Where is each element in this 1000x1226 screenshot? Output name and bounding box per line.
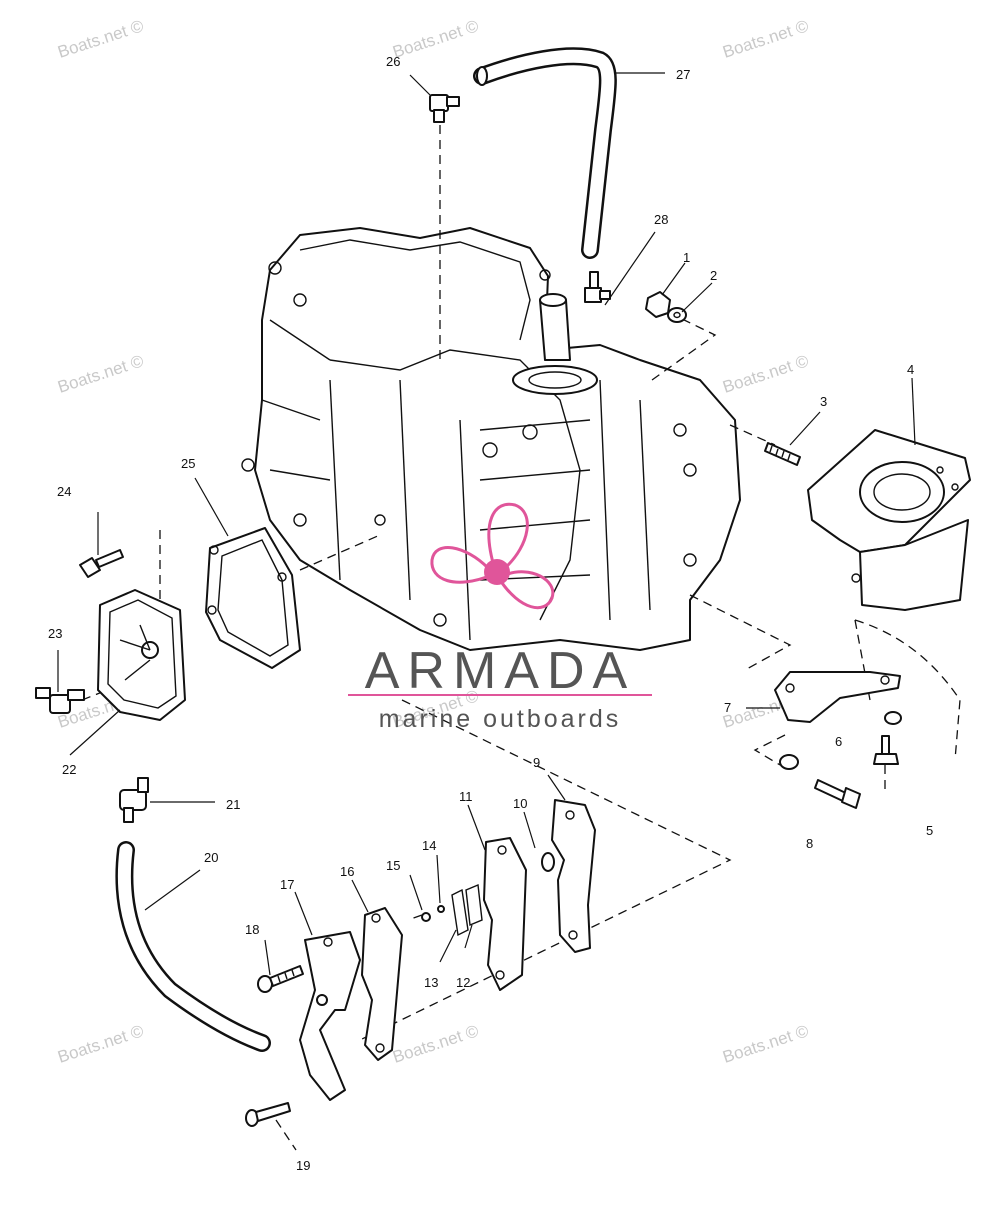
- brand-name: ARMADA: [365, 642, 635, 700]
- watermark-text: Boats.net ©: [55, 351, 146, 397]
- part-15-screw: [421, 912, 431, 922]
- callout-16: 16: [340, 864, 354, 879]
- part-24-screw: [79, 549, 124, 578]
- propeller-icon: [430, 502, 555, 610]
- part-13-clip: [451, 888, 469, 937]
- part-14-pin: [437, 905, 445, 913]
- part-28-fitting: [584, 271, 611, 303]
- watermark-text: Boats.net ©: [720, 351, 811, 397]
- callout-15: 15: [386, 858, 400, 873]
- part-22-cover: [97, 589, 186, 721]
- callout-12: 12: [456, 975, 470, 990]
- part-7-bracket: [774, 671, 901, 723]
- part-26-elbow-fitting: [429, 94, 460, 123]
- callout-27: 27: [676, 67, 690, 82]
- part-27-hose: [473, 47, 617, 259]
- watermark-text: Boats.net ©: [720, 16, 811, 62]
- callout-17: 17: [280, 877, 294, 892]
- part-6-nut: [779, 711, 902, 770]
- part-19-screw: [245, 1102, 291, 1127]
- callout-labels: 1 2 3 4 5 6 7 8 9 10 11 12 13 14 15 16 1…: [48, 54, 933, 1173]
- callout-2: 2: [710, 268, 717, 283]
- callout-1: 1: [683, 250, 690, 265]
- watermark-text: Boats.net ©: [390, 16, 481, 62]
- watermark-text: Boats.net ©: [390, 1021, 481, 1067]
- callout-13: 13: [424, 975, 438, 990]
- callout-9: 9: [533, 755, 540, 770]
- leader-lines: [57, 72, 916, 976]
- part-4-adaptor-plate: [807, 429, 971, 611]
- callout-4: 4: [907, 362, 914, 377]
- part-3-stud: [764, 442, 801, 466]
- callout-24: 24: [57, 484, 71, 499]
- callout-19: 19: [296, 1158, 310, 1173]
- callout-11: 11: [459, 789, 473, 804]
- callout-6: 6: [835, 734, 842, 749]
- part-9-plate: [551, 799, 596, 953]
- part-8-bolt: [814, 779, 861, 809]
- part-25-gasket: [205, 527, 301, 669]
- part-10-spring: [541, 852, 555, 872]
- part-1-nut: [645, 291, 671, 318]
- part-12-clip: [465, 883, 483, 927]
- part-20-hose: [115, 841, 271, 1052]
- part-21-fitting: [119, 777, 149, 823]
- callout-3: 3: [820, 394, 827, 409]
- brand-tagline: marine outboards: [379, 705, 622, 733]
- watermark-text: Boats.net ©: [55, 16, 146, 62]
- callout-22: 22: [62, 762, 76, 777]
- callout-26: 26: [386, 54, 400, 69]
- part-17-plate: [299, 931, 361, 1101]
- callout-5: 5: [926, 823, 933, 838]
- callout-14: 14: [422, 838, 436, 853]
- part-5-screw: [873, 735, 899, 765]
- callout-7: 7: [724, 700, 731, 715]
- callout-18: 18: [245, 922, 259, 937]
- callout-23: 23: [48, 626, 62, 641]
- part-16-plate: [361, 907, 403, 1061]
- callout-28: 28: [654, 212, 668, 227]
- watermark-text: Boats.net ©: [55, 1021, 146, 1067]
- part-23-fitting: [35, 687, 85, 714]
- engine-block: [241, 227, 741, 651]
- part-11-plate: [483, 837, 527, 991]
- callout-20: 20: [204, 850, 218, 865]
- watermark-text: Boats.net ©: [720, 1021, 811, 1067]
- callout-21: 21: [226, 797, 240, 812]
- callout-10: 10: [513, 796, 527, 811]
- armada-logo: ARMADA marine outboards: [348, 502, 652, 733]
- part-2-washer: [667, 307, 687, 323]
- callout-25: 25: [181, 456, 195, 471]
- callout-8: 8: [806, 836, 813, 851]
- part-18-screw: [257, 965, 304, 993]
